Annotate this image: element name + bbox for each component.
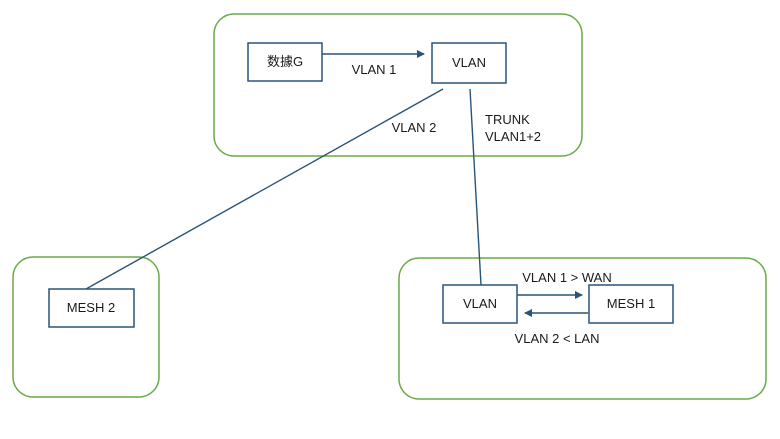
label-trunk: TRUNK	[485, 112, 530, 127]
left-group	[12, 256, 160, 398]
label-vlan1-wan: VLAN 1 > WAN	[522, 270, 611, 285]
node-mesh2: MESH 2	[48, 288, 135, 328]
label-trunk-vlans: VLAN1+2	[485, 129, 541, 144]
top-group	[213, 13, 583, 157]
node-vlan-top-label: VLAN	[452, 55, 486, 70]
node-vlan-bottom-box	[442, 284, 518, 324]
node-data-g-box	[247, 42, 323, 82]
node-mesh2-box	[48, 288, 135, 328]
node-data-g-label: 数據G	[267, 54, 303, 69]
label-vlan2: VLAN 2	[392, 120, 437, 135]
node-mesh1-box	[588, 284, 674, 324]
node-data-g: 数據G	[247, 42, 323, 82]
right-group	[398, 257, 767, 400]
node-vlan-bottom-label: VLAN	[463, 296, 497, 311]
link-vlan2-to-mesh2	[85, 88, 444, 290]
node-vlan-top-box	[431, 42, 507, 84]
label-vlan2-lan: VLAN 2 < LAN	[515, 331, 600, 346]
link-trunk	[469, 88, 482, 286]
node-vlan-bottom: VLAN	[442, 284, 518, 324]
node-vlan-top: VLAN	[431, 42, 507, 84]
node-mesh2-label: MESH 2	[67, 300, 115, 315]
label-vlan1: VLAN 1	[352, 62, 397, 77]
node-mesh1: MESH 1	[588, 284, 674, 324]
node-mesh1-label: MESH 1	[607, 296, 655, 311]
